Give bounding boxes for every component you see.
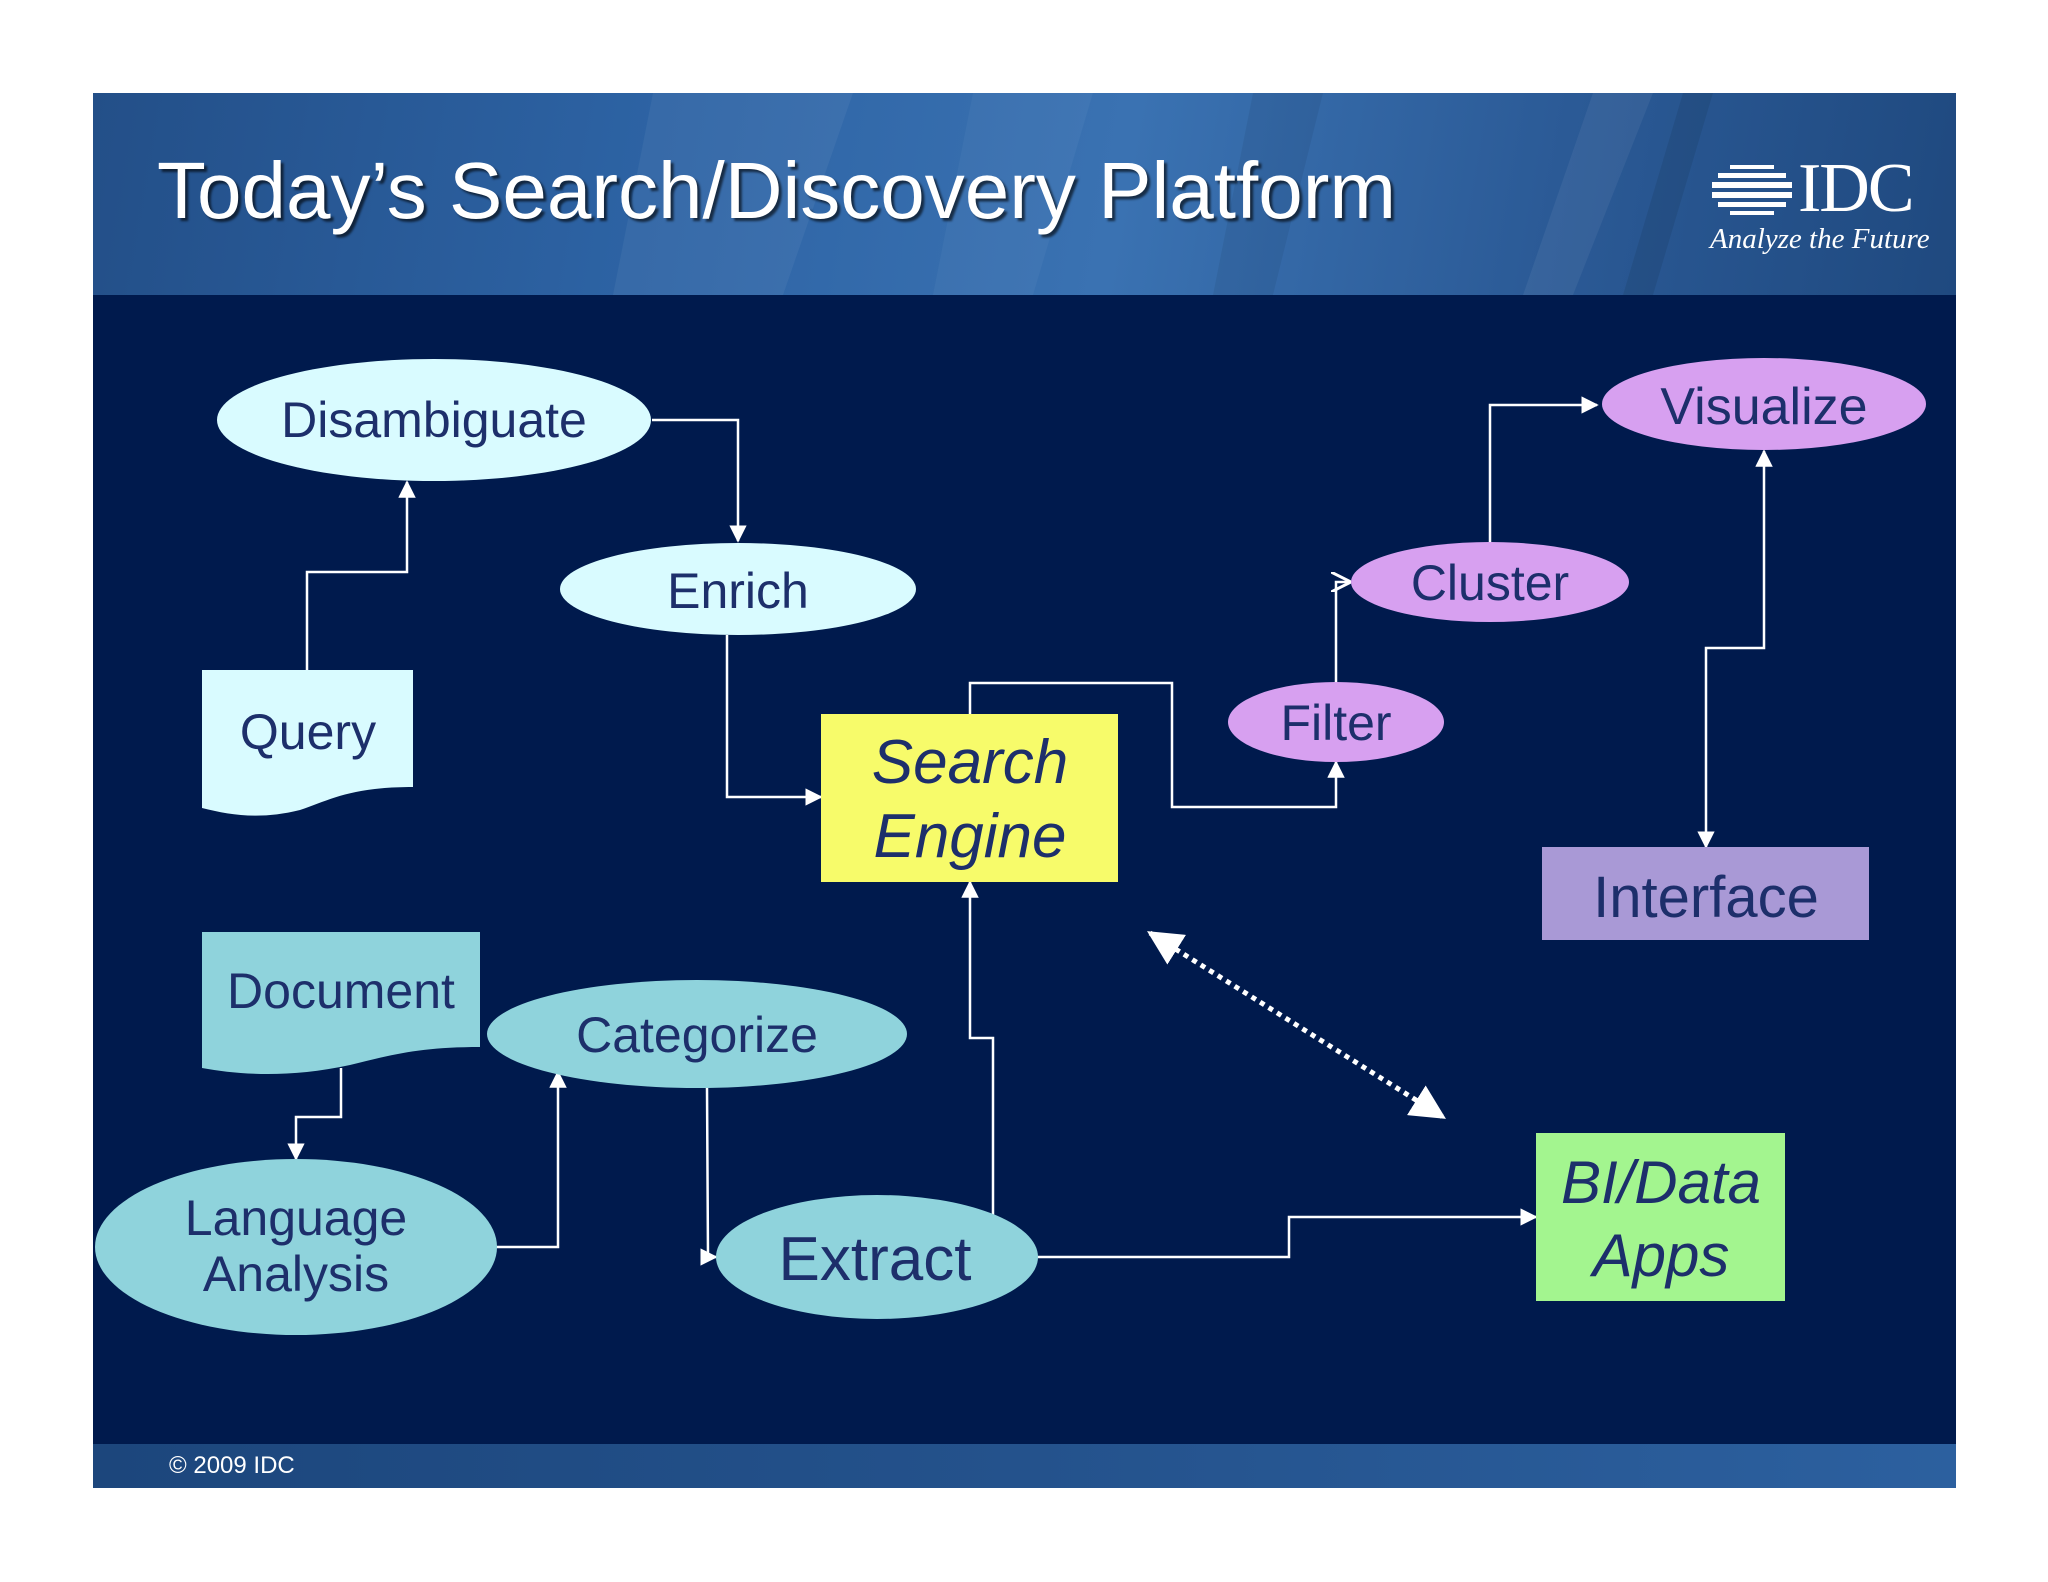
header-background-texture — [613, 93, 1713, 295]
node-search-engine-label-line1: Search — [872, 728, 1068, 797]
node-categorize: Categorize — [487, 980, 907, 1088]
slide-title: Today’s Search/Discovery Platform — [157, 146, 1396, 235]
node-visualize: Visualize — [1602, 358, 1926, 450]
connector-search-engine-to-filter — [968, 681, 1345, 809]
node-query: Query — [202, 670, 413, 816]
node-filter: Filter — [1228, 682, 1444, 762]
node-categorize-label: Categorize — [576, 1007, 818, 1063]
node-interface-label: Interface — [1593, 865, 1819, 930]
node-bi-data-apps-label-line2: Apps — [1590, 1222, 1730, 1289]
connector-extract-to-search-engine — [961, 880, 995, 1215]
connector-categorize-to-extract — [700, 1087, 718, 1266]
connector-language-analysis-to-categorize — [496, 1070, 567, 1249]
connector-extract-to-bi-apps — [1037, 1208, 1538, 1259]
logo-tagline: Analyze the Future — [1710, 223, 1930, 255]
node-extract-label: Extract — [779, 1225, 972, 1294]
node-enrich: Enrich — [560, 543, 916, 635]
node-disambiguate-label: Disambiguate — [281, 392, 587, 448]
globe-icon — [1712, 165, 1792, 215]
connector-search-engine-bi-apps-dotted — [1147, 930, 1446, 1120]
node-extract: Extract — [716, 1195, 1038, 1319]
node-filter-label: Filter — [1280, 695, 1391, 751]
node-bi-data-apps-label-line1: BI/Data — [1561, 1149, 1761, 1216]
node-language-analysis: Language Analysis — [95, 1159, 497, 1335]
node-interface: Interface — [1542, 847, 1869, 940]
copyright-text: © 2009 IDC — [169, 1452, 295, 1479]
node-document-label: Document — [227, 963, 455, 1019]
connector-disambiguate-to-enrich — [652, 418, 747, 543]
node-visualize-label: Visualize — [1660, 378, 1867, 436]
slide-header: Today’s Search/Discovery Platform IDC An… — [93, 93, 1956, 295]
node-search-engine: Search Engine — [821, 714, 1118, 882]
node-bi-data-apps: BI/Data Apps — [1536, 1133, 1785, 1301]
node-document: Document — [202, 932, 480, 1074]
node-language-analysis-label-line1: Language — [185, 1190, 407, 1246]
slide-footer: © 2009 IDC — [93, 1444, 1956, 1488]
node-enrich-label: Enrich — [667, 563, 809, 619]
node-disambiguate: Disambiguate — [217, 359, 651, 481]
connector-enrich-to-search-engine — [725, 635, 823, 806]
node-search-engine-label-line2: Engine — [873, 802, 1066, 871]
logo-wordmark: IDC — [1798, 150, 1915, 227]
connector-query-to-disambiguate — [305, 480, 416, 670]
connector-interface-visualize — [1697, 449, 1773, 849]
idc-logo: IDC Analyze the Future — [1710, 150, 1930, 263]
node-cluster: Cluster — [1351, 542, 1629, 622]
connector-cluster-to-visualize — [1488, 396, 1599, 543]
connector-document-to-language-analysis — [287, 1068, 343, 1161]
node-query-label: Query — [240, 704, 376, 760]
node-cluster-label: Cluster — [1411, 555, 1569, 611]
connector-filter-to-cluster — [1336, 582, 1349, 683]
node-language-analysis-label-line2: Analysis — [203, 1246, 389, 1302]
